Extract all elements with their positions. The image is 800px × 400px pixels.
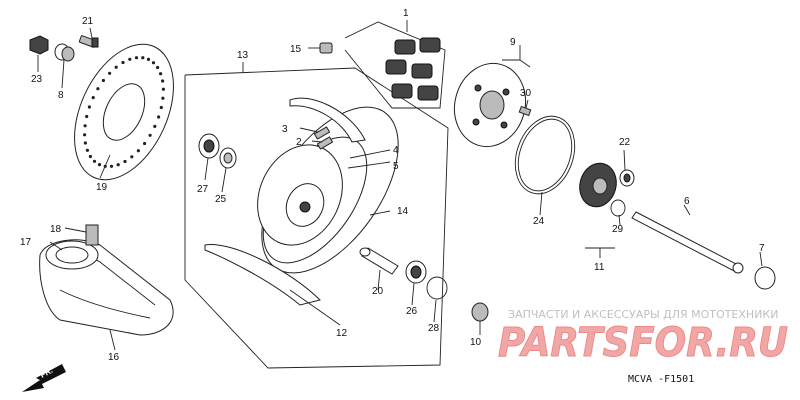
- callout-10: 10: [470, 337, 482, 348]
- callout-27: 27: [197, 184, 209, 195]
- callout-4: 4: [393, 145, 399, 156]
- callout-18: 18: [50, 224, 62, 235]
- disc-hole: [161, 87, 165, 91]
- damper-small: [319, 42, 333, 54]
- wheel-assembly-frame: [184, 62, 449, 369]
- disc-hole: [87, 105, 91, 109]
- callout-26: 26: [406, 306, 418, 317]
- watermark: ЗАПЧАСТИ И АКСЕССУАРЫ ДЛЯ МОТОТЕХНИКИ PA…: [498, 308, 789, 367]
- final-driven-flange: [453, 62, 527, 148]
- callout-12: 12: [336, 328, 348, 339]
- callout-15: 15: [290, 44, 302, 55]
- disc-hole: [151, 61, 156, 65]
- circlip: [426, 276, 448, 300]
- disc-hole: [85, 148, 89, 152]
- disc-hole: [123, 159, 127, 164]
- disc-hole: [83, 133, 87, 137]
- leader-lines: [37, 20, 763, 351]
- watermark-logo: PARTSFOR.RU: [498, 320, 788, 366]
- watermark-tagline: ЗАПЧАСТИ И АКСЕССУАРЫ ДЛЯ МОТОТЕХНИКИ: [508, 308, 778, 321]
- disc-hole: [159, 105, 163, 110]
- disc-hole: [101, 78, 105, 83]
- disc-hole: [108, 71, 112, 75]
- disc-hole: [109, 164, 114, 168]
- disc-hole: [83, 141, 87, 145]
- disc-hole: [136, 149, 140, 153]
- callout-16: 16: [108, 352, 120, 363]
- callout-17: 17: [20, 237, 32, 248]
- callout-20: 20: [372, 286, 384, 297]
- callout-8: 8: [58, 90, 64, 101]
- disc-hole: [96, 87, 100, 91]
- callout-22: 22: [619, 137, 631, 148]
- callout-1: 1: [403, 8, 409, 19]
- distance-collar: [359, 247, 399, 275]
- axle-nut: [754, 266, 776, 290]
- collar: [54, 43, 75, 62]
- seal-29: [610, 199, 626, 217]
- callout-2: 2: [296, 137, 302, 148]
- disc-hole: [134, 56, 139, 60]
- side-collar: [579, 162, 617, 208]
- nut: [29, 35, 49, 55]
- disc-hole: [153, 124, 157, 128]
- disc-hole: [88, 154, 92, 159]
- callout-28: 28: [428, 323, 440, 334]
- disc-hole: [157, 115, 161, 119]
- front-direction-arrow: FR.: [22, 364, 66, 392]
- disc-hole: [85, 114, 89, 119]
- callout-21: 21: [82, 16, 94, 27]
- wheel-rim: [257, 106, 399, 274]
- disc-hole: [161, 96, 165, 100]
- disc-hole: [114, 65, 118, 69]
- callout-9: 9: [510, 37, 516, 48]
- bearing-collar: [619, 169, 635, 187]
- callout-14: 14: [397, 206, 409, 217]
- rim-tape: [204, 97, 366, 306]
- callout-30: 30: [520, 88, 532, 99]
- disc-hole: [161, 79, 165, 83]
- callout-13: 13: [237, 50, 249, 61]
- disc-hole: [159, 72, 163, 76]
- diagram-code: MCVA -F1501: [628, 374, 694, 385]
- callout-5: 5: [393, 161, 399, 172]
- disc-bolt: [78, 35, 99, 48]
- disc-hole: [148, 133, 152, 137]
- axle: [631, 211, 744, 274]
- disc-hole: [156, 65, 160, 70]
- callout-29: 29: [612, 224, 624, 235]
- disc-hole: [128, 57, 132, 61]
- callout-11: 11: [594, 262, 605, 273]
- disc-hole: [141, 56, 145, 60]
- disc-hole: [146, 57, 151, 62]
- callout-19: 19: [96, 182, 108, 193]
- disc-hole: [91, 96, 95, 100]
- valve: [85, 224, 99, 246]
- callout-labels: 1 2 3 4 5 6 7 8 9 10 11 12 13 14 15 16 1…: [20, 8, 765, 363]
- disc-hole: [97, 163, 102, 167]
- disc-hole: [143, 141, 147, 146]
- brake-disc-holes: [83, 56, 165, 168]
- stud-bolt: [518, 105, 532, 117]
- oil-seal: [219, 147, 237, 169]
- disc-hole: [116, 163, 120, 167]
- callout-24: 24: [533, 216, 545, 227]
- callout-3: 3: [282, 124, 288, 135]
- collar-10: [471, 302, 489, 322]
- damper-rubbers: [344, 21, 446, 109]
- disc-hole: [121, 60, 125, 65]
- disc-hole: [83, 124, 87, 128]
- balance-weight: [313, 126, 334, 150]
- callout-6: 6: [684, 196, 690, 207]
- o-ring: [514, 115, 576, 195]
- callout-25: 25: [215, 194, 227, 205]
- callout-7: 7: [759, 243, 765, 254]
- disc-hole: [130, 155, 134, 159]
- callout-23: 23: [31, 74, 43, 85]
- bearing-left: [198, 133, 220, 159]
- brake-disc: [74, 43, 174, 181]
- bearing-right: [405, 260, 427, 284]
- disc-hole: [92, 159, 97, 163]
